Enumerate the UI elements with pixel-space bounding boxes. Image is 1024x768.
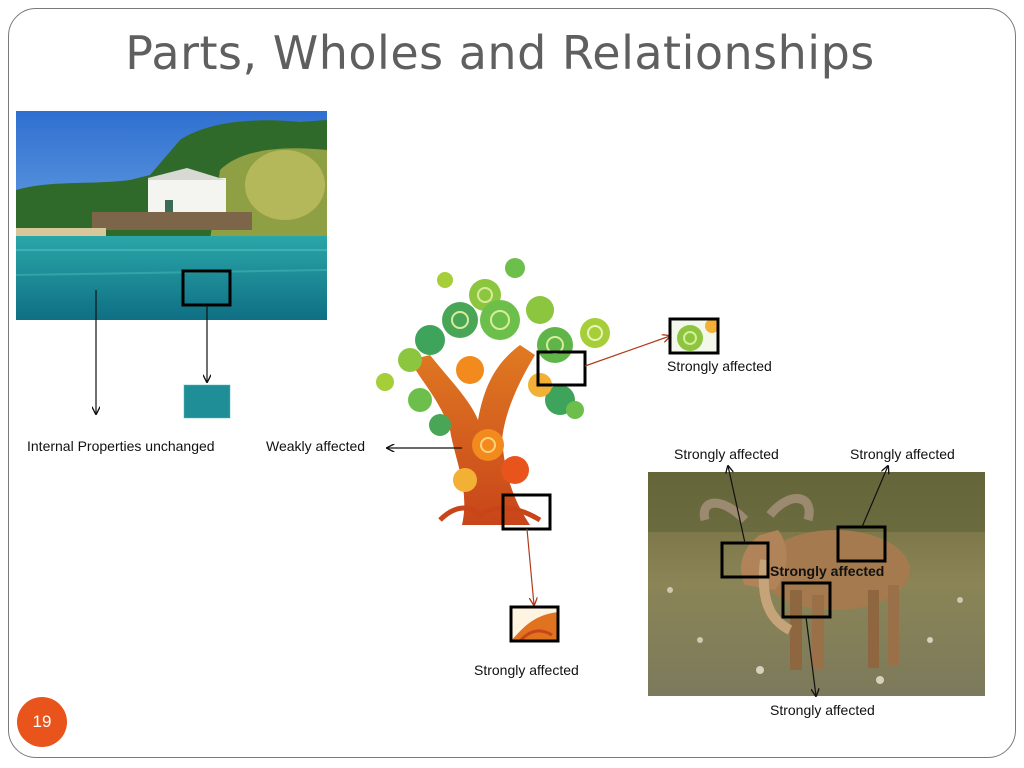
tree-top-crop [670,319,718,353]
slide-frame [8,8,1016,758]
tree-bottom-crop [511,607,558,641]
water-crop [184,385,230,418]
animal-photo [648,472,985,696]
label-animal-center-strong: Strongly affected [770,563,885,579]
lake-photo [15,111,328,320]
label-animal-right-strong: Strongly affected [850,446,955,462]
label-animal-left-strong: Strongly affected [674,446,779,462]
tree-illustration [376,258,610,525]
label-tree-top-strong: Strongly affected [667,358,772,374]
label-animal-bottom-strong: Strongly affected [770,702,875,718]
page-number-badge: 19 [17,697,67,747]
label-weakly-affected: Weakly affected [266,438,366,454]
label-tree-bottom-strong: Strongly affected [474,662,579,678]
slide-title: Parts, Wholes and Relationships [125,26,875,80]
label-internal-unchanged: Internal Properties unchanged [27,438,215,454]
page-number: 19 [32,712,52,731]
